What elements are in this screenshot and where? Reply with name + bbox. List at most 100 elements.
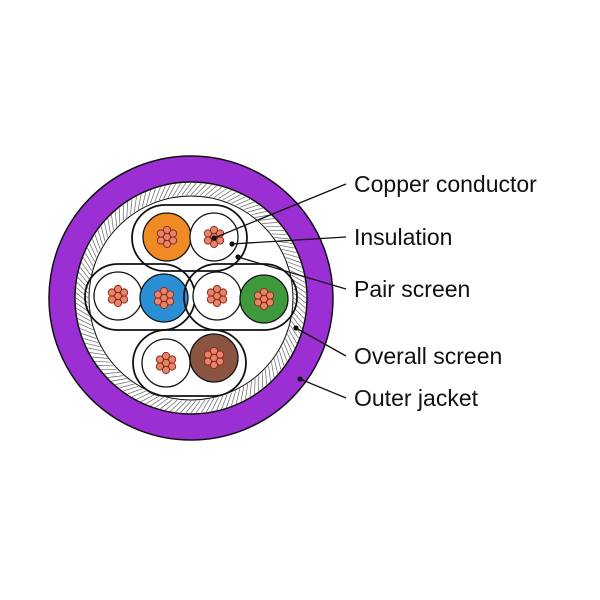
copper-strand: [216, 350, 225, 359]
leader-line: [213, 183, 347, 239]
braid-strand: [158, 185, 166, 201]
braid-strand: [249, 381, 252, 397]
braid-strand: [180, 400, 192, 413]
copper-strand: [162, 239, 172, 249]
braid-strand: [240, 386, 245, 402]
copper-strand: [113, 298, 123, 308]
copper-strand: [153, 290, 162, 299]
braid-strand: [89, 352, 106, 356]
braid-strand: [136, 392, 151, 400]
copper-strand: [209, 360, 219, 370]
braid-strand: [155, 398, 169, 408]
braid-strand: [78, 323, 94, 331]
copper-conductor-strands: [203, 346, 225, 370]
braid-strand: [101, 368, 117, 371]
braid-strand: [251, 211, 267, 216]
braid-strand: [78, 272, 90, 285]
braid-strand: [154, 186, 161, 202]
copper-strand: [166, 290, 175, 299]
braid-strand: [218, 190, 232, 199]
pair-screen-outline: [131, 204, 248, 272]
braid-strand: [206, 398, 215, 413]
copper-strand: [159, 300, 169, 310]
braid-strand: [293, 293, 307, 304]
callout-copper-conductor: Copper conductor: [211, 171, 537, 241]
braid-strand: [94, 360, 111, 363]
braid-strand: [84, 252, 94, 267]
braid-strand: [150, 397, 164, 406]
copper-strand: [203, 236, 212, 245]
braid-strand: [118, 208, 121, 224]
braid-strand: [141, 192, 147, 208]
braid-strand: [83, 338, 99, 344]
braid-strand: [253, 378, 256, 395]
copper-conductor-strands: [206, 284, 228, 308]
braid-strand: [226, 392, 232, 408]
callout-label: Pair screen: [354, 276, 470, 302]
braid-strand: [276, 354, 282, 370]
copper-strand: [161, 365, 171, 375]
braid-strand: [258, 218, 275, 221]
copper-strand: [203, 229, 212, 238]
pair-screen-outline: [183, 263, 298, 331]
copper-strand: [107, 295, 117, 304]
braid-strand: [87, 247, 95, 262]
braid-strand: [287, 334, 295, 349]
braid-strand: [186, 182, 197, 196]
braid-strand: [111, 378, 127, 382]
braid-strand: [79, 267, 90, 280]
copper-strand: [209, 346, 219, 356]
braid-strand: [265, 225, 281, 228]
copper-strand: [156, 236, 165, 245]
callout-insulation: Insulation: [229, 224, 452, 250]
braid-strand: [104, 372, 120, 374]
braid-strand: [285, 338, 293, 353]
braid-strand: [150, 188, 156, 204]
copper-strand: [212, 298, 222, 308]
braid-strand: [209, 186, 222, 197]
copper-strand: [206, 288, 215, 297]
braid-strand: [123, 386, 139, 392]
callout-pair-screen: Pair screen: [235, 254, 470, 302]
braid-strand: [227, 194, 242, 202]
braid-strand: [268, 365, 271, 382]
callout-label: Overall screen: [354, 343, 502, 369]
braid-strand: [279, 244, 295, 249]
braid-strand: [76, 308, 90, 317]
braid-strand: [292, 316, 303, 329]
copper-strand: [120, 288, 129, 297]
braid-strand: [283, 342, 291, 358]
copper-strand: [155, 362, 164, 371]
braid-strand: [92, 356, 108, 359]
braid-strand: [247, 207, 263, 213]
braid-strand: [175, 400, 187, 413]
braid-strand: [204, 185, 217, 197]
braid-strand: [115, 380, 131, 385]
cable-body: [48, 155, 334, 441]
braid-strand: [265, 369, 267, 385]
braid-strand: [131, 390, 147, 398]
braid-strand: [167, 183, 176, 198]
braid-strand: [213, 188, 227, 198]
braid-strand: [107, 375, 124, 378]
copper-strand: [209, 225, 219, 235]
braid-strand: [76, 287, 89, 299]
braid-strand: [100, 226, 106, 242]
copper-strand: [259, 287, 269, 297]
braid-strand: [119, 383, 135, 389]
braid-strand: [231, 196, 246, 204]
pair-brown: [132, 329, 247, 397]
copper-strand: [169, 229, 178, 238]
callout-label: Insulation: [354, 224, 452, 250]
braid-strand: [279, 350, 285, 366]
callouts: Copper conductor Insulation Pair screen …: [211, 171, 537, 411]
braid-strand: [281, 248, 297, 254]
leader-line: [237, 256, 347, 290]
copper-strand: [162, 225, 172, 235]
braid-strand: [239, 201, 255, 208]
copper-strand: [113, 284, 123, 294]
braid-strand: [195, 399, 206, 414]
copper-strand: [153, 297, 162, 306]
copper-strand: [206, 295, 215, 304]
